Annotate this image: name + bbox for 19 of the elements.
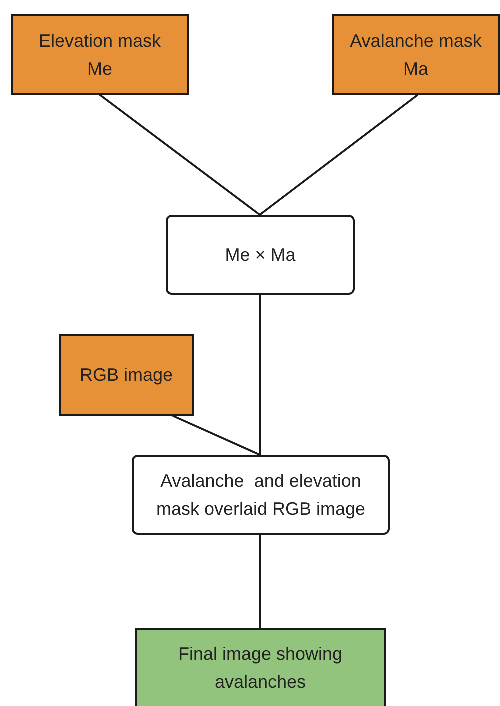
box-label: Ma: [403, 58, 428, 80]
input-box: [332, 14, 500, 95]
box-label: Me: [87, 58, 112, 80]
input-box: [11, 14, 189, 95]
process-box: [132, 455, 390, 535]
box-label: Avalanche mask: [350, 30, 482, 52]
box-label: Avalanche and elevation mask overlaid RGB image: [155, 470, 367, 521]
output-box: [135, 628, 386, 706]
connector-line: [259, 94, 419, 216]
process-box: [166, 215, 355, 295]
box-label: RGB image: [80, 364, 174, 387]
connector-line: [99, 94, 261, 216]
input-box: [59, 334, 194, 416]
connector-line: [172, 415, 260, 456]
box-label: Me × Ma: [225, 244, 296, 267]
connector-line: [259, 535, 261, 628]
connector-line: [259, 295, 261, 455]
box-label: Final image showing avalanches: [177, 643, 344, 694]
box-label: Elevation mask: [38, 30, 162, 52]
